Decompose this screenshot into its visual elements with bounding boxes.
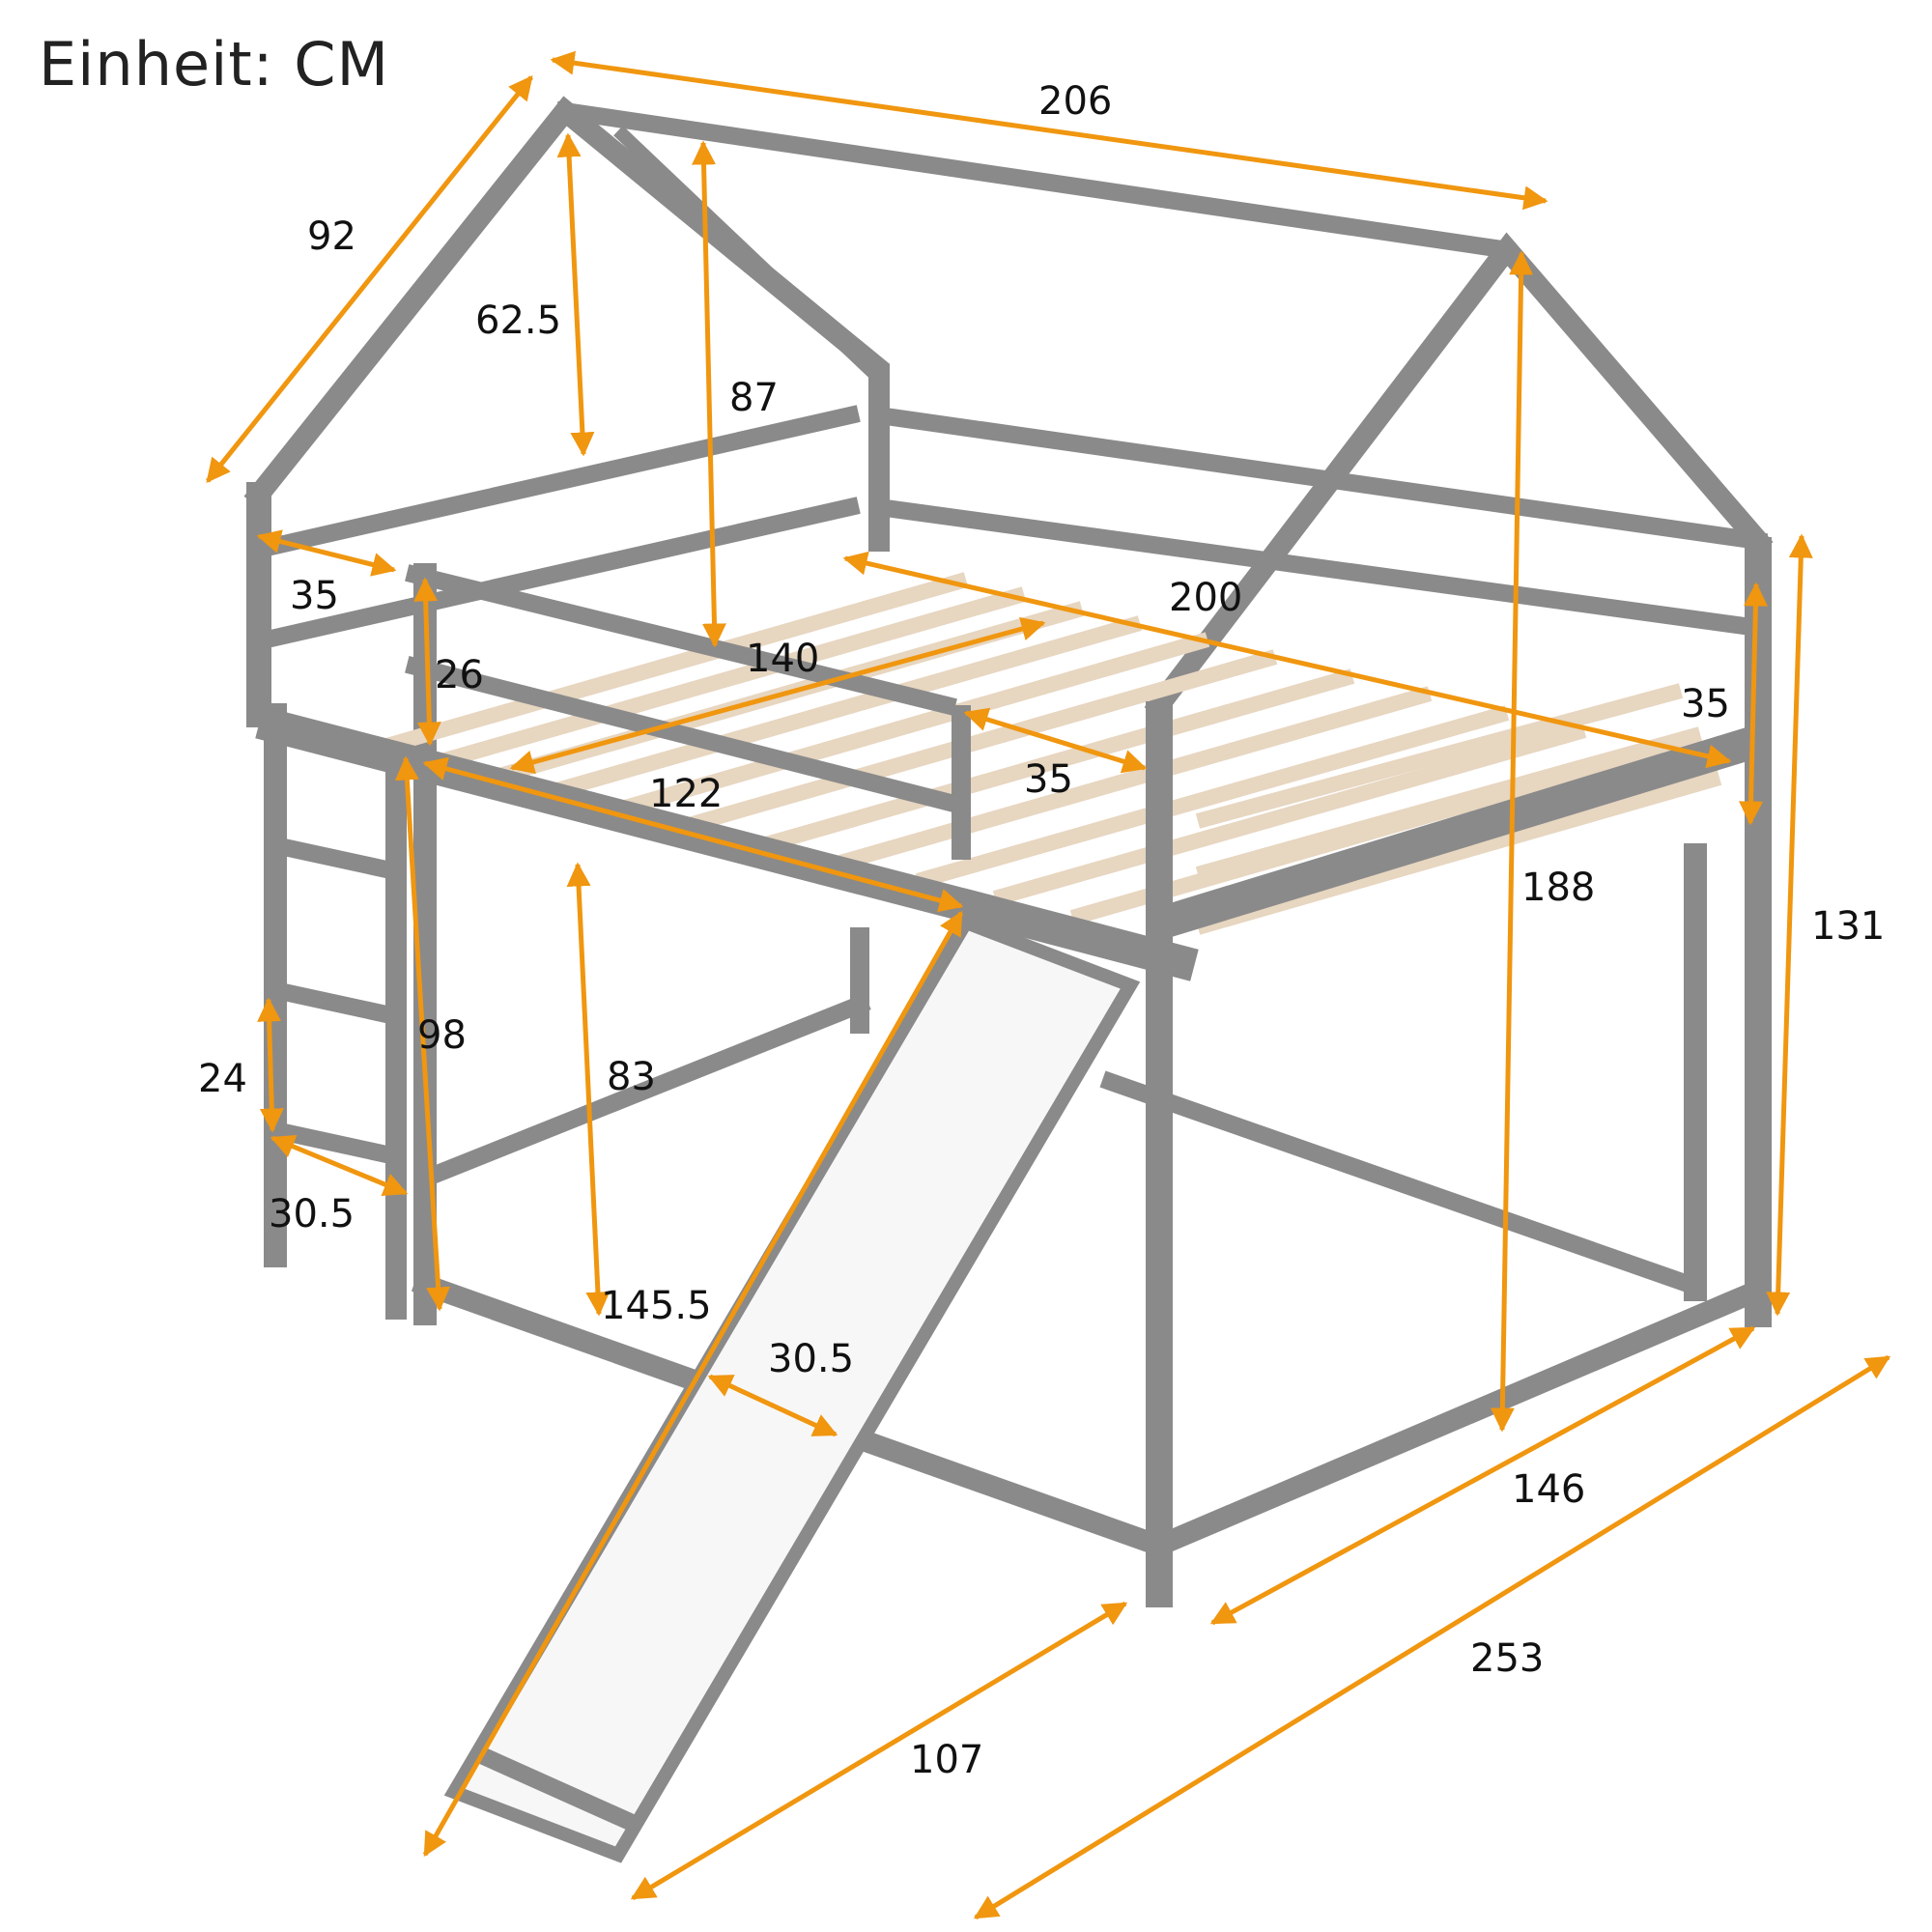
arrow-underbed-height [566,862,611,1317]
back-roof-inner [613,126,879,379]
dimension-arrows [206,50,1891,1920]
dimension-labels: 206 92 62.5 87 35 26 140 200 35 35 122 9… [198,79,1885,1782]
label-slide-width: 30.5 [768,1337,854,1381]
arrow-ladder-width [270,1135,409,1196]
back-rail-mid [265,497,861,648]
back-long-rail-top [868,405,1769,552]
label-rail-height-right: 35 [1681,682,1730,726]
arrow-total-length [973,1354,1891,1920]
label-bed-height: 131 [1811,904,1885,949]
arrow-opening-front [963,707,1148,774]
label-ladder-width: 30.5 [269,1192,355,1236]
arrow-roof-slope [206,75,533,483]
bottom-rail-right [1099,1070,1702,1296]
label-bed-width: 140 [746,637,819,681]
label-roof-length: 206 [1038,79,1112,124]
arrow-roof-length [550,50,1548,211]
slide [443,914,1141,1863]
arrow-guard-height [413,577,441,747]
label-roof-height: 87 [729,376,779,420]
bed-frame [243,96,1774,1863]
arrow-rail-height-right [1739,582,1768,826]
arrow-depth [1209,1325,1756,1626]
arrow-ladder-step [257,997,284,1133]
arrow-total-height-inner [1490,250,1534,1433]
label-total-length: 253 [1470,1636,1544,1681]
label-depth: 146 [1512,1467,1585,1512]
bottom-rail-front [1145,1280,1763,1560]
label-front-rail-length: 122 [649,772,723,816]
arrow-bed-length [842,551,1732,769]
label-ladder-step: 24 [198,1057,247,1101]
label-bed-length: 200 [1169,576,1242,620]
label-guard-height: 26 [435,653,484,697]
label-underbed-height: 83 [607,1055,656,1099]
arrow-front-rail-length [422,756,964,913]
arrow-roof-height-inner [556,132,595,457]
front-bed-corner [955,888,1199,981]
arrow-bed-height [1766,533,1813,1317]
arrow-slide-length [422,910,964,1858]
label-opening-front: 35 [1024,757,1073,802]
arrow-roof-height [692,140,726,648]
arrow-slide-width [707,1374,838,1437]
back-rail-top [265,405,861,556]
label-total-height-inner: 188 [1521,866,1595,910]
label-roof-slope: 92 [307,214,356,259]
label-underbed-total: 145.5 [601,1284,712,1328]
front-bed-side [1157,723,1770,939]
label-roof-height-inner: 62.5 [475,298,561,343]
label-slide-projection: 107 [910,1738,983,1782]
label-ladder-height: 98 [417,1013,467,1058]
label-rail-gap-left: 35 [290,574,339,618]
front-roof-frame [1144,232,1774,721]
arrow-rail-gap-left [256,529,397,577]
